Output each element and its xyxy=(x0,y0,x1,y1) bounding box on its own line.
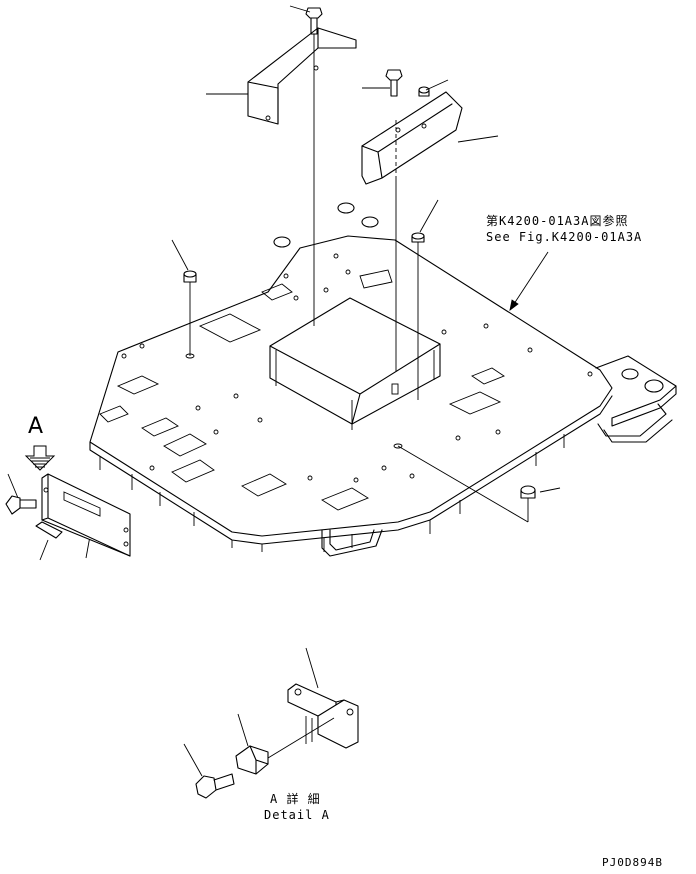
bolt-right xyxy=(385,69,403,97)
front-small-bolt xyxy=(5,495,37,515)
plate-bosses xyxy=(185,202,664,449)
detail-a-bolt xyxy=(195,773,235,799)
reference-arrow xyxy=(509,251,549,311)
reference-note-jp: 第K4200-01A3A図参照 xyxy=(486,214,629,228)
view-marker-letter: A xyxy=(28,414,44,439)
plate-cutouts xyxy=(99,283,505,511)
detail-caption-jp: A 詳 細 xyxy=(270,792,321,806)
center-raised-box xyxy=(269,269,441,430)
view-arrow-a xyxy=(24,445,56,471)
drawing-code: PJ0D894B xyxy=(602,856,663,869)
plug-right xyxy=(411,232,425,243)
detail-a-bracket xyxy=(287,683,359,749)
detail-caption-en: Detail A xyxy=(264,808,330,822)
plate-bolt-holes xyxy=(121,253,593,483)
bolt-top xyxy=(305,7,323,35)
assembly-guide-lines xyxy=(189,34,529,523)
plug-left xyxy=(183,270,197,283)
upper-cover-left xyxy=(247,27,357,125)
reference-note-en: See Fig.K4200-01A3A xyxy=(486,230,643,244)
detail-a-clip xyxy=(235,745,269,775)
small-cap-top xyxy=(418,86,430,97)
front-bracket-plate xyxy=(41,473,131,557)
right-side-rail xyxy=(321,355,677,557)
front-small-pad xyxy=(35,521,63,539)
detail-a-leaders xyxy=(183,647,335,777)
upper-cover-right xyxy=(361,91,463,185)
plug-lower-right xyxy=(520,485,536,499)
